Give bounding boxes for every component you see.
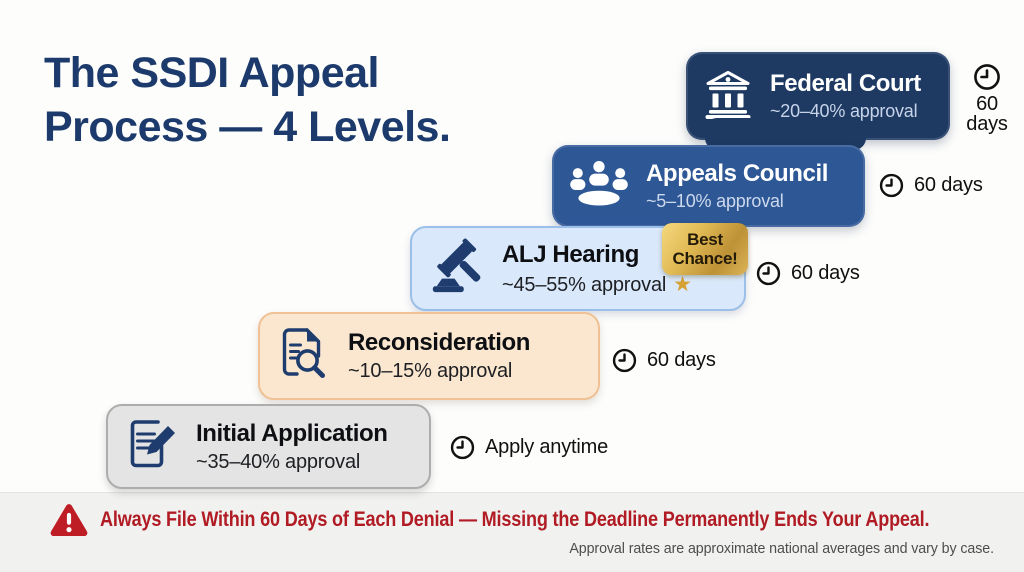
timing-federal-court: 60 days (958, 62, 1016, 134)
card-reconsideration: Reconsideration ~10–15% approval (258, 312, 600, 400)
timing-initial-application: Apply anytime (449, 434, 608, 461)
footer-band (0, 492, 1024, 572)
warning-triangle-icon (50, 503, 88, 537)
document-search-icon (276, 326, 332, 387)
warning-row: Always File Within 60 Days of Each Denia… (50, 503, 1024, 537)
level-title-alj-hearing: ALJ Hearing (502, 240, 639, 268)
level-title-appeals-council: Appeals Council (646, 160, 829, 187)
level-approval-appeals-council: ~5–10% approval (646, 191, 784, 211)
timing-appeals-council: 60 days (878, 172, 983, 199)
timing-reconsideration: 60 days (611, 347, 716, 374)
timing-label: Apply anytime (485, 436, 609, 458)
timing-label: 60 days (914, 174, 983, 196)
level-title-federal-court: Federal Court (770, 70, 921, 97)
level-title-initial-application: Initial Application (196, 419, 388, 447)
clock-icon (878, 172, 905, 199)
clock-icon (755, 260, 782, 287)
timing-label: 60 days (791, 262, 860, 284)
level-approval-initial-application: ~35–40% approval (196, 450, 361, 473)
clock-icon (972, 62, 1002, 92)
gavel-icon (428, 237, 486, 300)
courthouse-icon (702, 69, 754, 124)
warning-headline: Always File Within 60 Days of Each Denia… (100, 508, 930, 531)
group-meeting-icon (568, 159, 630, 214)
timing-alj-hearing: 60 days (755, 260, 860, 287)
disclaimer-text: Approval rates are approximate national … (569, 540, 994, 557)
connector-federal-appeals (705, 118, 866, 150)
page-title: The SSDI Appeal Process — 4 Levels. (44, 49, 451, 152)
document-pencil-icon (124, 416, 180, 477)
level-approval-reconsideration: ~10–15% approval (348, 360, 513, 382)
level-title-reconsideration: Reconsideration (348, 329, 531, 356)
card-appeals-council: Appeals Council ~5–10% approval (552, 145, 865, 227)
level-approval-federal-court: ~20–40% approval (770, 101, 918, 121)
best-chance-badge: Best Chance! (662, 223, 748, 275)
timing-label: 60 days (966, 93, 1008, 135)
timing-label: 60 days (647, 349, 716, 371)
star-icon: ★ (673, 272, 692, 296)
clock-icon (611, 347, 638, 374)
clock-icon (449, 434, 476, 461)
level-approval-alj-hearing: ~45–55% approval★ (502, 272, 692, 296)
card-initial-application: Initial Application ~35–40% approval (106, 404, 431, 489)
